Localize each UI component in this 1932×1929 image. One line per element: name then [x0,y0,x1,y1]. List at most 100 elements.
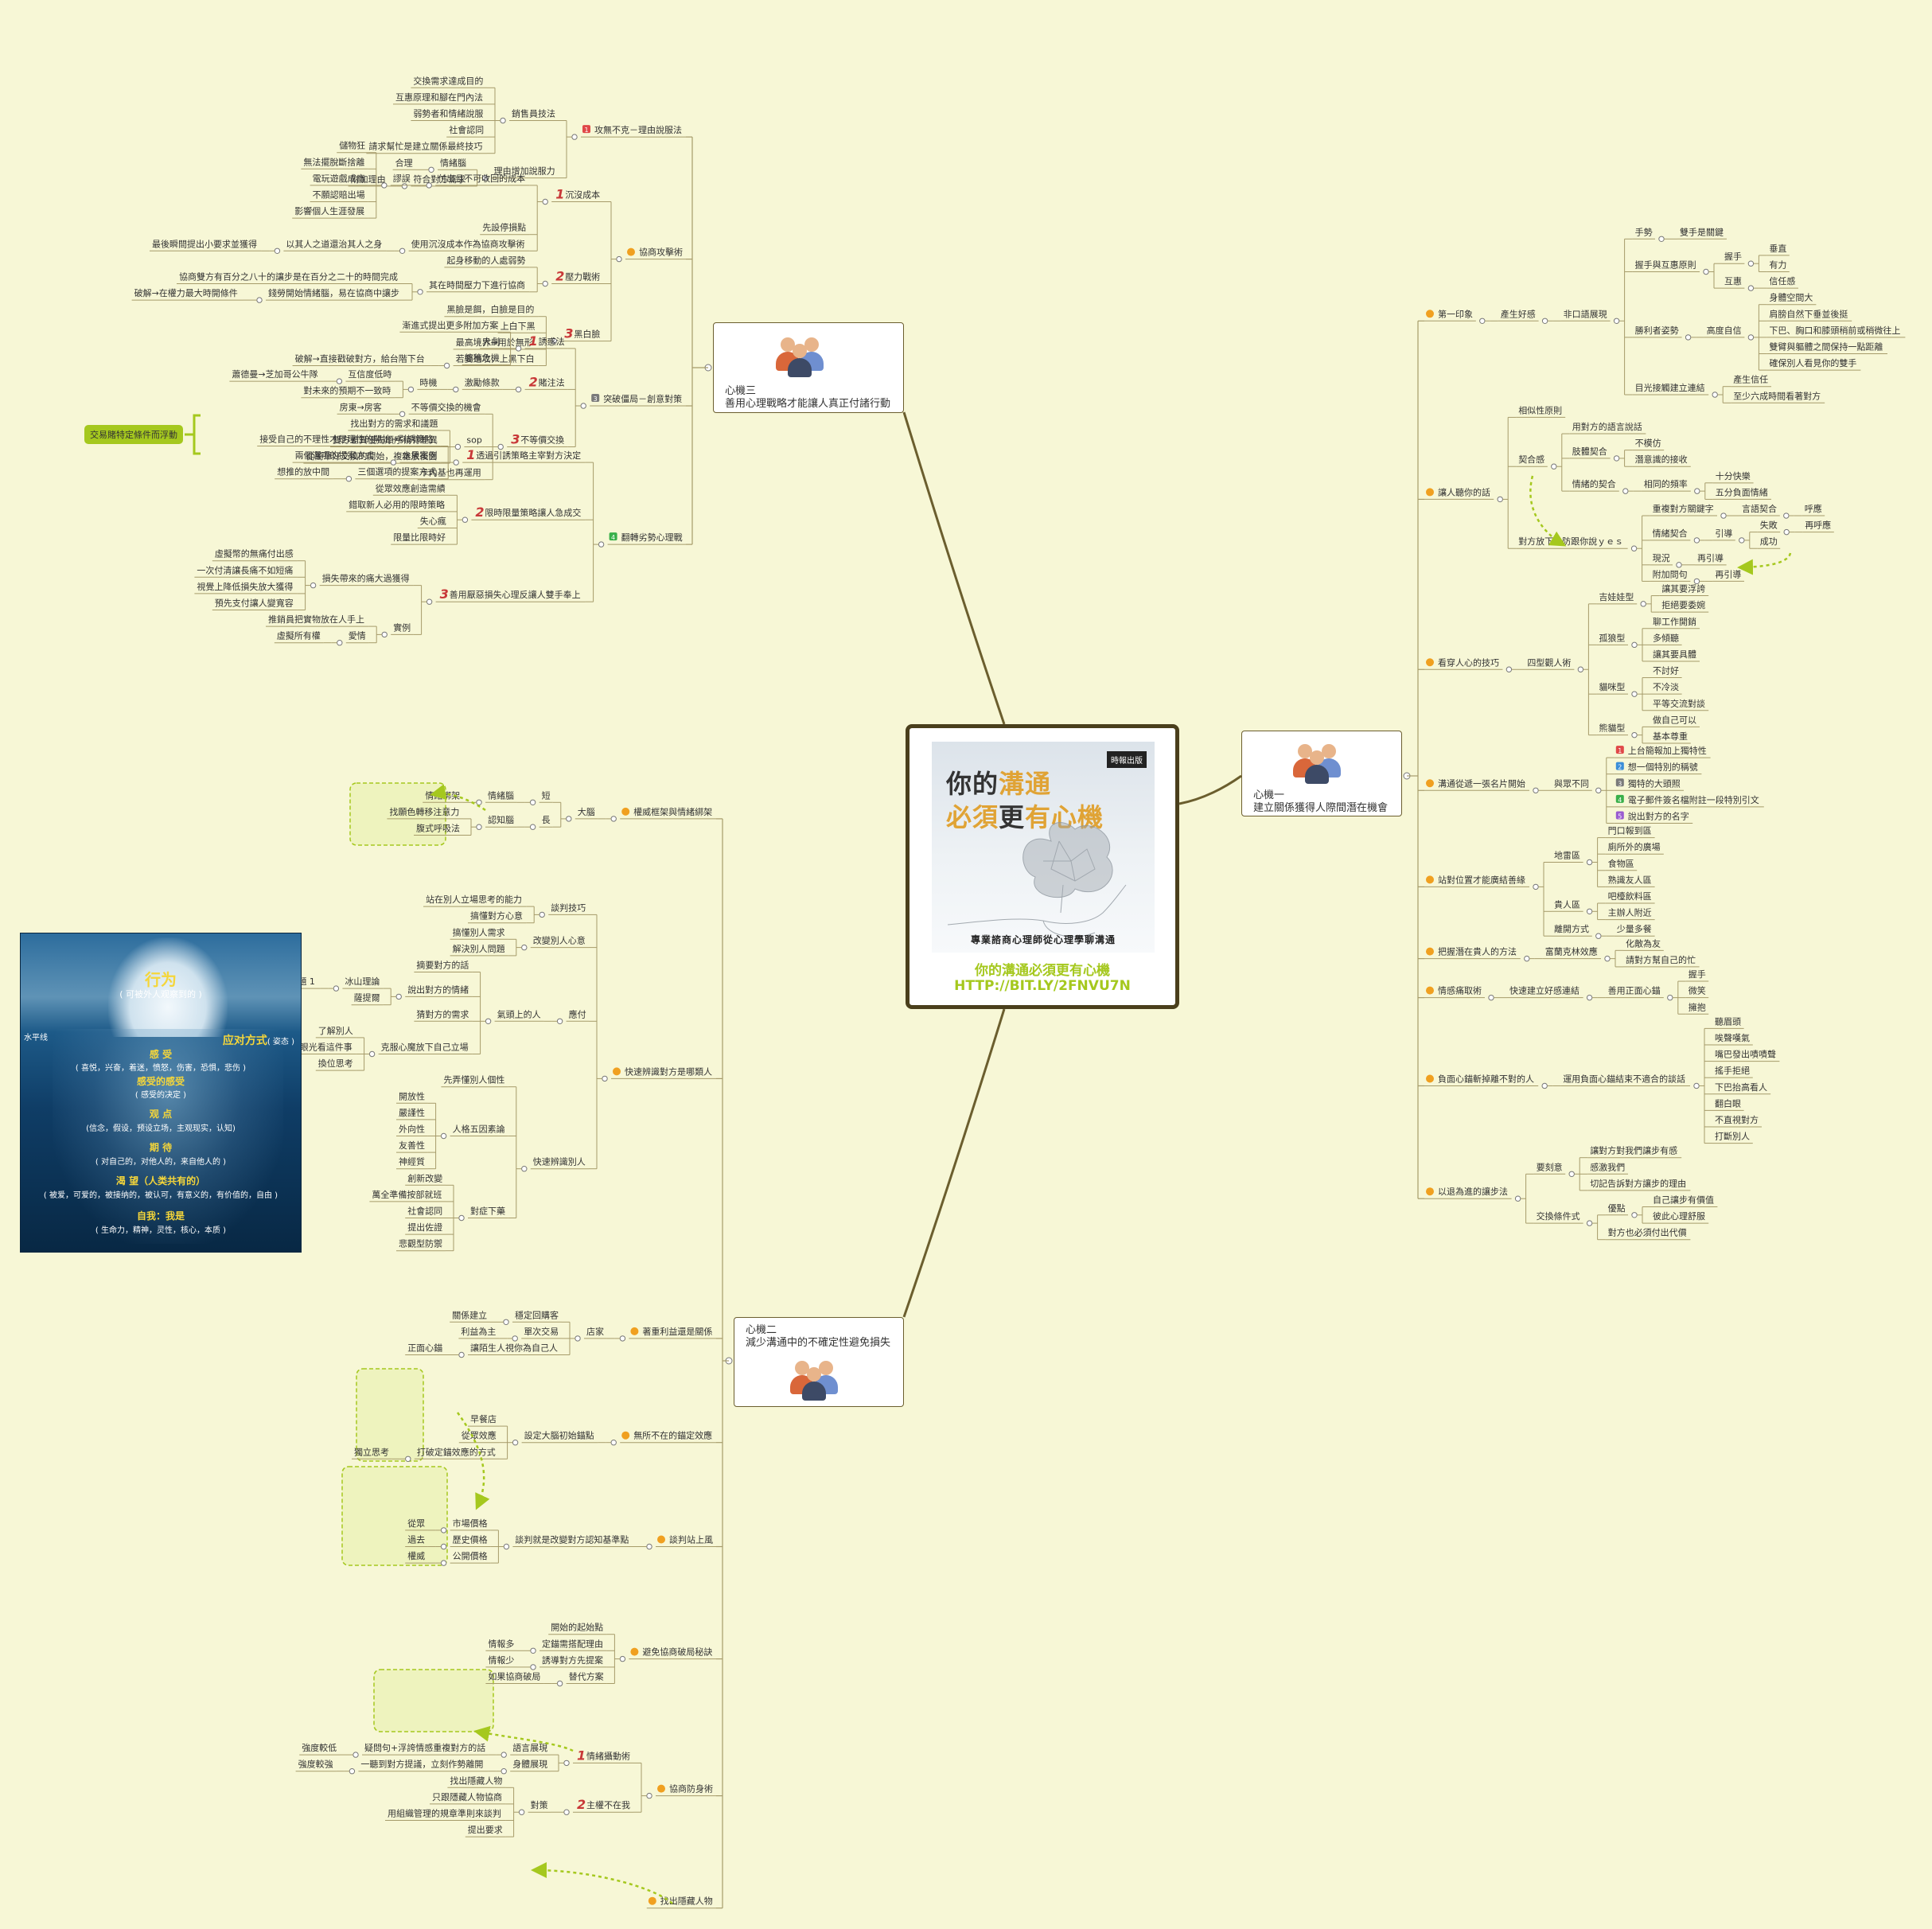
mind-node[interactable]: 成功 [1757,536,1781,549]
boundary-group[interactable] [356,1368,424,1462]
mind-node[interactable]: 雙方差異優先順序稍有差異 [330,435,442,447]
collapse-toggle[interactable] [440,1560,447,1566]
collapse-toggle[interactable] [485,1018,492,1025]
collapse-toggle[interactable] [556,1018,563,1025]
mind-node[interactable]: 讓陌生人視你為自己人 [468,1343,562,1355]
mind-node[interactable]: 弱勢者和情緒說服 [411,108,487,121]
mind-node[interactable]: 呼應 [1802,503,1825,516]
mind-node[interactable]: 著重利益還是關係 [629,1326,716,1339]
mind-node[interactable]: 多傾聽 [1650,632,1682,645]
mind-node[interactable]: 讓其要浮誇 [1659,583,1709,597]
boundary-group[interactable] [349,782,446,846]
mind-node[interactable]: 快速建立好感連結 [1507,985,1583,999]
mind-node[interactable]: 損失帶來的痛大過獲得 [319,573,414,586]
mind-node[interactable]: 接受自己的不理性才是理性的開始→引誘策略 [257,434,441,446]
mind-node[interactable]: 薩提爾 [351,993,384,1006]
collapse-toggle[interactable] [610,1440,617,1446]
mind-node[interactable]: 讓其要具體 [1650,649,1700,662]
mind-node[interactable]: 時機 [417,376,440,390]
mind-node[interactable]: 愛情 [345,631,369,644]
relationship-arrow[interactable] [531,1862,673,1904]
mind-node[interactable]: 提出要求 [465,1824,506,1837]
mind-node[interactable]: 用組織管理的規章準則來談判 [385,1808,506,1821]
collapse-toggle[interactable] [337,640,343,646]
collapse-toggle[interactable] [1622,488,1629,494]
mind-node[interactable]: 替代方案 [566,1671,607,1684]
mind-node[interactable]: 交換條件式 [1533,1210,1583,1224]
mind-node[interactable]: 引導 [1712,528,1735,541]
mind-node[interactable]: 房東→房客 [337,401,387,415]
mind-node[interactable]: 情緒腦 [438,157,469,170]
collapse-toggle[interactable] [405,1456,411,1463]
collapse-toggle[interactable] [1533,787,1539,793]
mind-node[interactable]: 情報多 [485,1638,517,1651]
mind-node[interactable]: 互信度低時 [345,368,395,382]
mind-node[interactable]: 站在別人立場思考的能力 [423,894,527,907]
mind-node[interactable]: 從眾效應 [458,1430,500,1444]
collapse-toggle[interactable] [1586,994,1593,1001]
collapse-toggle[interactable] [453,386,459,393]
collapse-toggle[interactable] [503,1543,510,1550]
mind-node[interactable]: 過去 [405,1535,428,1547]
collapse-toggle[interactable] [529,799,536,805]
collapse-toggle[interactable] [1631,731,1638,738]
collapse-toggle[interactable] [1613,455,1620,462]
mind-node[interactable]: 下巴抬高看人 [1712,1081,1771,1095]
mind-node[interactable]: 情報少 [485,1655,517,1668]
mind-node[interactable]: 搞懂對方心意 [468,910,527,924]
collapse-toggle[interactable] [462,516,469,523]
mind-node[interactable]: 與眾不同 [1552,777,1592,791]
collapse-toggle[interactable] [1630,545,1638,551]
mind-node[interactable]: 彼此心理舒服 [1650,1210,1709,1224]
mind-node[interactable]: 萬全準備按部就班 [369,1189,446,1202]
mind-node[interactable]: 提出佐證 [405,1222,446,1235]
collapse-toggle[interactable] [390,459,397,466]
mind-node[interactable]: 影響個人生涯發展 [292,205,368,219]
collapse-toggle[interactable] [440,1543,447,1550]
collapse-toggle[interactable] [1586,859,1593,866]
collapse-toggle[interactable] [454,443,462,450]
collapse-toggle[interactable] [458,1351,465,1358]
mind-node[interactable]: 談判技巧 [548,902,589,915]
collapse-toggle[interactable] [497,443,504,450]
mind-node[interactable]: 要刻意 [1533,1161,1566,1175]
side-note-box[interactable] [84,425,183,444]
collapse-toggle[interactable] [1747,260,1755,267]
mind-node[interactable]: 打斷別人 [1712,1131,1753,1144]
mind-node[interactable]: 漸進式提出更多附加方案 [399,319,503,333]
mind-node[interactable]: 不等價交換的機會 [408,401,485,415]
mind-node[interactable]: 做自己可以 [1650,714,1700,727]
mind-node[interactable]: 聽眉頭 [1712,1016,1744,1029]
collapse-toggle[interactable] [1533,883,1539,890]
collapse-toggle[interactable] [529,824,536,830]
mind-node[interactable]: 語言展現 [510,1742,551,1756]
mind-node[interactable]: 虛擬所有權 [274,630,324,644]
central-topic[interactable]: 時報出版 你的溝通 必須更有心機 專業諮商心理師從心理學聊溝通 你的溝通必須更有… [906,724,1179,1009]
mind-node[interactable]: 限量比限時好 [391,532,450,545]
mind-node[interactable]: 嚴謹性 [396,1107,428,1120]
collapse-toggle[interactable] [401,183,408,189]
collapse-toggle[interactable] [518,1809,525,1815]
collapse-toggle[interactable] [443,362,450,369]
mind-node[interactable]: 不討好 [1650,665,1682,679]
mind-node[interactable]: 交換需求達成目的 [411,75,487,88]
mind-node[interactable]: 有力 [1766,259,1790,272]
collapse-toggle[interactable] [619,1655,626,1662]
relationship-arrow[interactable] [1737,552,1792,575]
collapse-toggle[interactable] [1497,496,1503,503]
mind-node[interactable]: 從簡單好交換的開始，複雜放後面 [303,450,442,464]
collapse-toggle[interactable] [1747,285,1755,291]
mind-node[interactable]: 卡內基也再運用 [417,468,485,481]
collapse-toggle[interactable] [512,1440,519,1446]
mind-node[interactable]: 對症下藥 [468,1206,508,1218]
mind-node[interactable]: 儲物狂 [337,140,368,154]
mind-node[interactable]: 冰山理論 [342,976,384,989]
mind-node[interactable]: 大劇 [480,336,503,349]
collapse-toggle[interactable] [1631,691,1638,697]
mind-node[interactable]: 產生好感 [1498,308,1539,322]
